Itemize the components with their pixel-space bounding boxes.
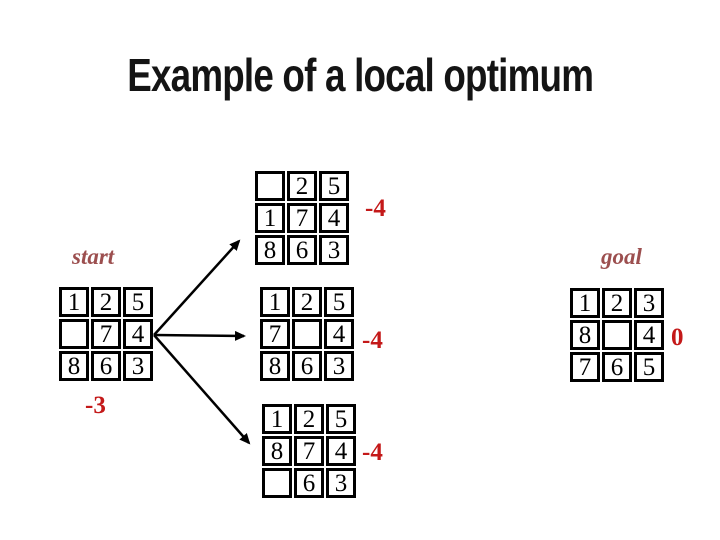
arrow-to-bottom-successor (153, 334, 251, 445)
start-label: start (72, 244, 115, 269)
puzzle-cell: 4 (319, 203, 349, 233)
puzzle-cell: 4 (324, 319, 354, 349)
puzzle-cell: 6 (287, 235, 317, 265)
puzzle-cell: 8 (255, 235, 285, 265)
puzzle-cell (255, 171, 285, 201)
puzzle-cell: 5 (123, 287, 153, 317)
puzzle-cell: 1 (59, 287, 89, 317)
puzzle-cell: 4 (123, 319, 153, 349)
puzzle-cell: 7 (287, 203, 317, 233)
puzzle-cell: 6 (91, 351, 121, 381)
successor-bottom-score: -4 (362, 439, 383, 466)
puzzle-cell (262, 468, 292, 498)
puzzle-cell: 6 (602, 352, 632, 382)
puzzle-cell: 4 (326, 436, 356, 466)
puzzle-cell: 6 (294, 468, 324, 498)
puzzle-cell: 3 (326, 468, 356, 498)
puzzle-cell: 2 (91, 287, 121, 317)
puzzle-cell (292, 319, 322, 349)
puzzle-cell: 7 (260, 319, 290, 349)
puzzle-cell (602, 320, 632, 350)
puzzle-cell: 8 (570, 320, 600, 350)
puzzle-cell: 1 (570, 288, 600, 318)
puzzle-cell: 7 (570, 352, 600, 382)
puzzle-cell: 1 (262, 404, 292, 434)
puzzle-cell: 7 (294, 436, 324, 466)
puzzle-cell: 5 (324, 287, 354, 317)
puzzle-successor-middle: 1 2 5 7 4 8 6 3 (260, 287, 354, 381)
arrow-to-middle-successor (153, 330, 246, 341)
puzzle-goal: 1 2 3 8 4 7 6 5 (570, 288, 664, 382)
puzzle-cell: 5 (319, 171, 349, 201)
puzzle-cell: 3 (634, 288, 664, 318)
puzzle-cell (59, 319, 89, 349)
slide-title: Example of a local optimum (127, 49, 594, 101)
puzzle-cell: 4 (634, 320, 664, 350)
puzzle-cell: 5 (326, 404, 356, 434)
puzzle-cell: 3 (319, 235, 349, 265)
puzzle-successor-bottom: 1 2 5 8 7 4 6 3 (262, 404, 356, 498)
puzzle-cell: 1 (255, 203, 285, 233)
puzzle-start: 1 2 5 7 4 8 6 3 (59, 287, 153, 381)
arrow-to-top-successor (153, 239, 241, 336)
puzzle-cell: 8 (260, 351, 290, 381)
puzzle-cell: 6 (292, 351, 322, 381)
puzzle-cell: 2 (292, 287, 322, 317)
puzzle-cell: 2 (287, 171, 317, 201)
successor-top-score: -4 (365, 195, 386, 222)
goal-score: 0 (671, 324, 684, 351)
successor-middle-score: -4 (362, 327, 383, 354)
puzzle-successor-top: 2 5 1 7 4 8 6 3 (255, 171, 349, 265)
puzzle-cell: 8 (262, 436, 292, 466)
puzzle-cell: 2 (602, 288, 632, 318)
puzzle-cell: 8 (59, 351, 89, 381)
puzzle-cell: 7 (91, 319, 121, 349)
puzzle-cell: 5 (634, 352, 664, 382)
puzzle-cell: 1 (260, 287, 290, 317)
puzzle-cell: 3 (123, 351, 153, 381)
puzzle-cell: 3 (324, 351, 354, 381)
start-score: -3 (85, 392, 106, 419)
goal-label: goal (601, 244, 642, 269)
puzzle-cell: 2 (294, 404, 324, 434)
